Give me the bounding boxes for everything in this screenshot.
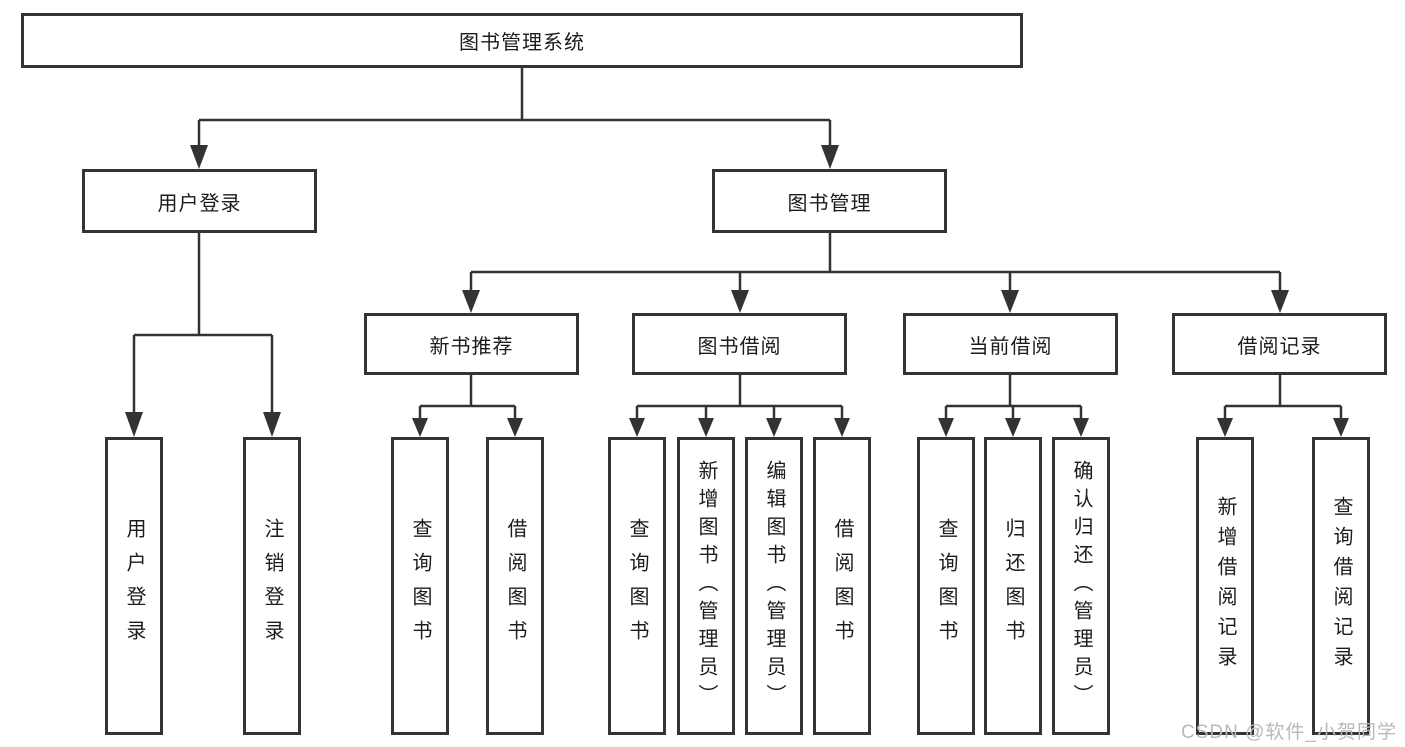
leaf-label: 查询图书 [409, 518, 431, 654]
leaf-label: 查询图书 [626, 518, 648, 654]
node-book-borrow: 图书借阅 [632, 313, 847, 375]
leaf-label: 注销登录 [261, 518, 283, 654]
csdn-watermark: CSDN @软件_小贺同学 [1181, 722, 1397, 743]
node-current-borrow-label: 当前借阅 [968, 335, 1053, 358]
leaf-label: 查询借阅记录 [1330, 496, 1352, 676]
node-new-book-recommend: 新书推荐 [364, 313, 579, 375]
leaf-add-books-admin: 新增图书（管理员） [677, 437, 735, 735]
leaf-query-books-recommend: 查询图书 [391, 437, 449, 735]
leaf-edit-books-admin: 编辑图书（管理员） [745, 437, 803, 735]
node-new-book-recommend-label: 新书推荐 [429, 335, 514, 358]
leaf-label: 确认归还（管理员） [1070, 460, 1092, 712]
leaf-label: 编辑图书（管理员） [763, 460, 785, 712]
leaf-query-books-borrow: 查询图书 [608, 437, 666, 735]
node-book-management-label: 图书管理 [787, 192, 872, 215]
leaf-label: 新增借阅记录 [1214, 496, 1236, 676]
leaf-query-books-current: 查询图书 [917, 437, 975, 735]
leaf-borrow-books-recommend: 借阅图书 [486, 437, 544, 735]
leaf-return-books: 归还图书 [984, 437, 1042, 735]
leaf-borrow-books: 借阅图书 [813, 437, 871, 735]
node-current-borrow: 当前借阅 [903, 313, 1118, 375]
node-borrow-records: 借阅记录 [1172, 313, 1387, 375]
leaf-logout: 注销登录 [243, 437, 301, 735]
leaf-label: 用户登录 [123, 518, 145, 654]
leaf-add-borrow-record: 新增借阅记录 [1196, 437, 1254, 735]
leaf-user-login: 用户登录 [105, 437, 163, 735]
node-book-management: 图书管理 [712, 169, 947, 233]
leaf-label: 借阅图书 [831, 518, 853, 654]
leaf-label: 借阅图书 [504, 518, 526, 654]
leaf-label: 查询图书 [935, 518, 957, 654]
leaf-label: 新增图书（管理员） [695, 460, 717, 712]
node-borrow-records-label: 借阅记录 [1237, 335, 1322, 358]
node-book-borrow-label: 图书借阅 [697, 335, 782, 358]
leaf-confirm-return-admin: 确认归还（管理员） [1052, 437, 1110, 735]
node-root: 图书管理系统 [21, 13, 1023, 68]
leaf-query-borrow-record: 查询借阅记录 [1312, 437, 1370, 735]
leaf-label: 归还图书 [1002, 518, 1024, 654]
node-user-login: 用户登录 [82, 169, 317, 233]
node-root-label: 图书管理系统 [459, 32, 585, 54]
node-user-login-label: 用户登录 [157, 192, 242, 215]
